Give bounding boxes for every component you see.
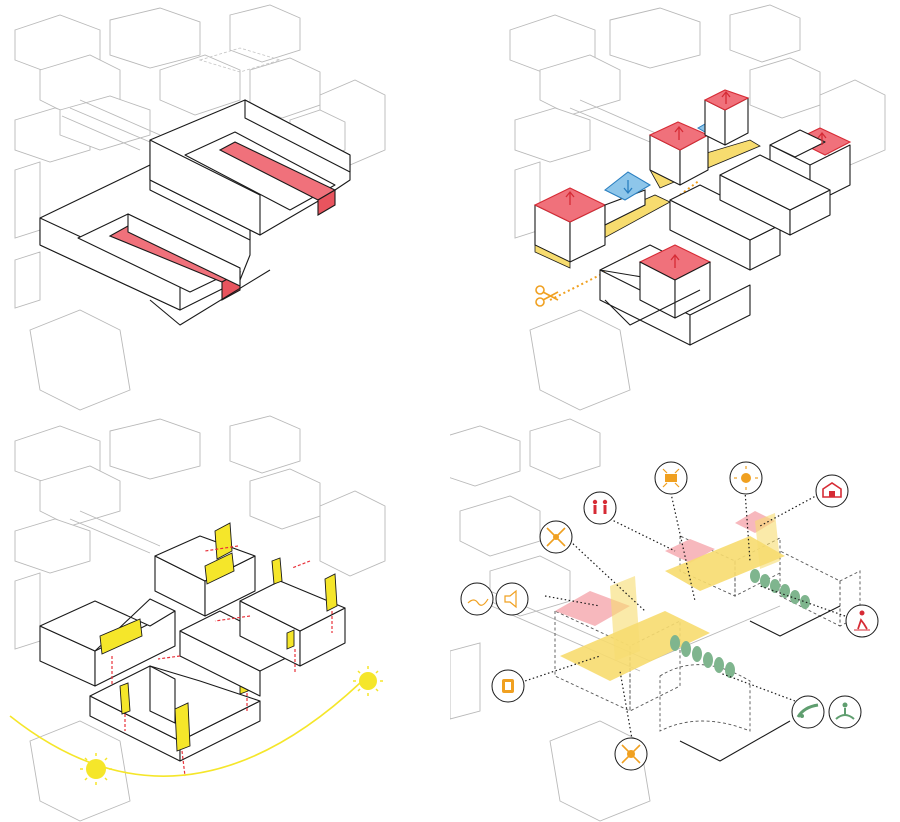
meditation-icon — [829, 696, 861, 728]
bike-icon — [792, 696, 824, 728]
center-bottom-block — [600, 245, 750, 345]
energy-icon — [492, 670, 524, 702]
massing-panel — [0, 0, 450, 411]
radiate-icon — [655, 462, 687, 494]
people-icon — [584, 492, 616, 524]
program-drawing — [450, 411, 900, 822]
wind-icon — [461, 583, 493, 615]
pedestrian-icon — [846, 605, 878, 637]
program-panel — [450, 411, 900, 822]
view-arrows-icon — [540, 521, 572, 553]
sun-stack-icon — [730, 462, 762, 494]
panel-icon — [816, 475, 848, 507]
solar-panel — [0, 411, 450, 822]
solar-drawing — [0, 411, 450, 822]
sun-icon — [353, 666, 383, 696]
sound-icon — [496, 583, 528, 615]
cross-arrows-icon — [615, 738, 647, 770]
massing-drawing — [0, 0, 450, 411]
scissors-icon — [536, 286, 558, 306]
transformation-panel — [450, 0, 900, 411]
transformation-drawing — [450, 0, 900, 411]
